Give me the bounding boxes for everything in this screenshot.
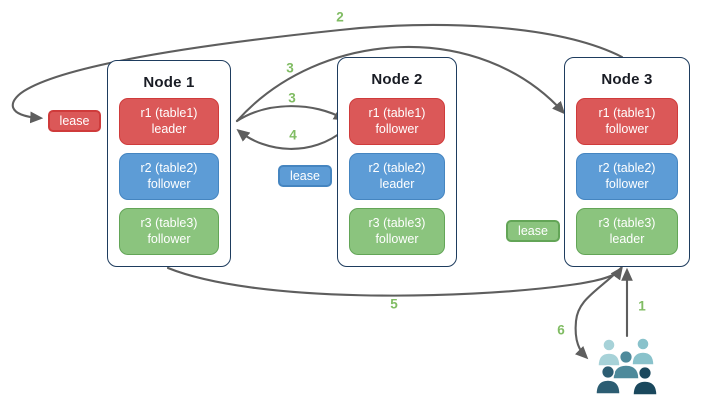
arrow-step-4-ack-to-leader bbox=[236, 128, 346, 150]
node-1-title: Node 1 bbox=[143, 74, 195, 91]
replica-role: follower bbox=[147, 176, 191, 191]
step-label-3b: 3 bbox=[288, 90, 296, 106]
step-label-4: 4 bbox=[289, 127, 297, 143]
arrow-step-3-replicate-to-node3 bbox=[235, 45, 566, 123]
step-label-6: 6 bbox=[557, 322, 565, 338]
lease-tag-table2: lease bbox=[278, 165, 332, 187]
replica-name: r2 (table2) bbox=[598, 160, 656, 175]
arrow-step-2-route-to-leaseholder bbox=[11, 23, 624, 124]
node-2-title: Node 2 bbox=[371, 71, 423, 88]
node-2-replicas: r1 (table1) follower r2 (table2) leader … bbox=[349, 98, 445, 255]
replica-name: r1 (table1) bbox=[368, 105, 426, 120]
node-1-replica-r1: r1 (table1) leader bbox=[119, 98, 219, 145]
replica-name: r2 (table2) bbox=[368, 160, 426, 175]
node-2: Node 2 r1 (table1) follower r2 (table2) … bbox=[337, 57, 457, 267]
lease-tag-table1: lease bbox=[48, 110, 101, 132]
node-1-replica-r3: r3 (table3) follower bbox=[119, 208, 219, 255]
node-3-replica-r2: r2 (table2) follower bbox=[576, 153, 678, 200]
arrow-step-6-respond-to-client bbox=[574, 266, 623, 360]
replica-name: r2 (table2) bbox=[140, 160, 198, 175]
node-3: Node 3 r1 (table1) follower r2 (table2) … bbox=[564, 57, 690, 267]
node-2-replica-r1: r1 (table1) follower bbox=[349, 98, 445, 145]
replica-name: r1 (table1) bbox=[140, 105, 198, 120]
node-3-title: Node 3 bbox=[601, 71, 653, 88]
replica-role: follower bbox=[605, 121, 649, 136]
lease-tag-table3: lease bbox=[506, 220, 560, 242]
node-3-replicas: r1 (table1) follower r2 (table2) followe… bbox=[576, 98, 678, 255]
step-label-1: 1 bbox=[638, 298, 646, 314]
arrow-step-3-replicate-to-node2 bbox=[235, 105, 347, 123]
node-2-replica-r3: r3 (table3) follower bbox=[349, 208, 445, 255]
step-label-2: 2 bbox=[336, 9, 344, 25]
users-group-icon bbox=[595, 337, 658, 396]
replica-role: leader bbox=[151, 121, 187, 136]
replica-role: follower bbox=[147, 231, 191, 246]
replica-role: leader bbox=[609, 231, 645, 246]
replica-role: follower bbox=[605, 176, 649, 191]
arrow-step-5-respond-to-gateway bbox=[166, 266, 623, 297]
node-1-replica-r2: r2 (table2) follower bbox=[119, 153, 219, 200]
replica-name: r3 (table3) bbox=[140, 215, 198, 230]
node-2-replica-r2: r2 (table2) leader bbox=[349, 153, 445, 200]
replica-name: r1 (table1) bbox=[598, 105, 656, 120]
replica-role: follower bbox=[375, 121, 419, 136]
step-label-3a: 3 bbox=[286, 60, 294, 76]
replica-name: r3 (table3) bbox=[368, 215, 426, 230]
node-3-replica-r1: r1 (table1) follower bbox=[576, 98, 678, 145]
replica-role: follower bbox=[375, 231, 419, 246]
node-3-replica-r3: r3 (table3) leader bbox=[576, 208, 678, 255]
replica-role: leader bbox=[379, 176, 415, 191]
step-label-5: 5 bbox=[390, 296, 398, 312]
node-1: Node 1 r1 (table1) leader r2 (table2) fo… bbox=[107, 60, 231, 267]
replica-name: r3 (table3) bbox=[598, 215, 656, 230]
node-1-replicas: r1 (table1) leader r2 (table2) follower … bbox=[119, 98, 219, 255]
